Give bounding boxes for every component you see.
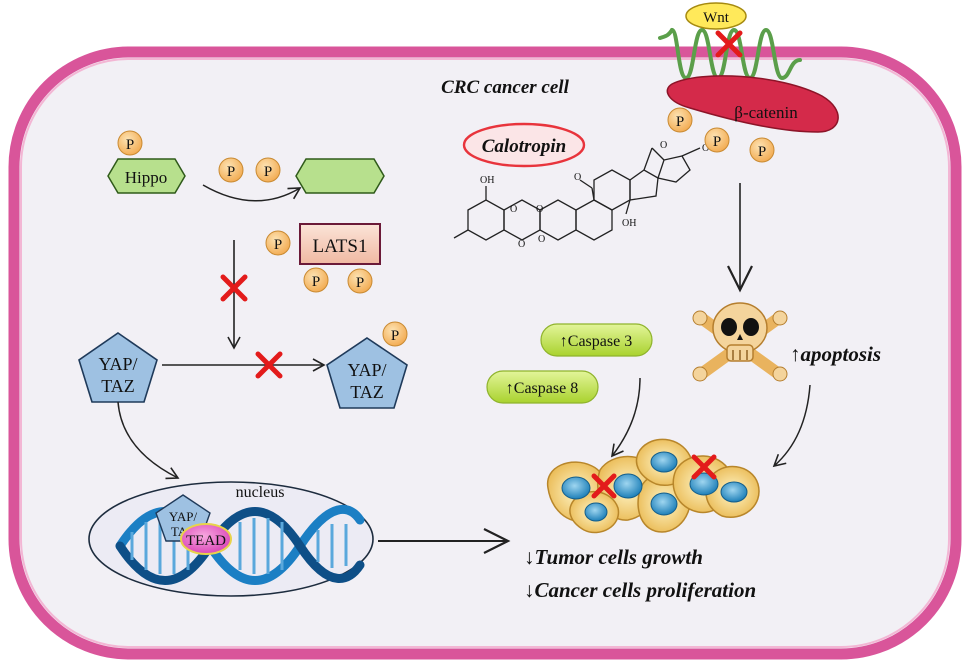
hippo-label: Hippo [125, 168, 168, 187]
frizzled-receptor-icon [670, 27, 802, 81]
wnt-oval [685, 2, 747, 30]
caspase-3-pill [540, 323, 653, 357]
cell-membrane-inner [20, 58, 950, 648]
phospho-yap-taz-line1: YAP/ [347, 360, 386, 380]
hippo-phospho: P [117, 130, 143, 156]
calotropin-oval [462, 122, 586, 168]
beta-catenin-label: β-catenin [734, 103, 798, 122]
hippo-hexagon [107, 158, 186, 194]
yap-taz-line2: TAZ [101, 376, 135, 396]
receptor-tail [658, 28, 674, 40]
calotropin-atom-labels: OH O O O O O OH O O [480, 140, 709, 250]
phospho-pair: P P [218, 157, 281, 183]
inhibit-x-icon [715, 30, 743, 58]
lats1-phospho: P P P [265, 230, 373, 294]
beta-catenin-shape [666, 75, 839, 133]
inhibit-x-icon [591, 473, 617, 499]
lats1-phospho-label-3: P [356, 275, 364, 291]
cell-label: CRC cancer cell [441, 77, 569, 98]
phospho-yap-taz-line2: TAZ [350, 382, 384, 402]
yap-taz-line1: YAP/ [98, 354, 137, 374]
calotropin-structure-icon [453, 147, 701, 241]
nucleus-yap-line1: YAP/ [169, 509, 198, 524]
inhibit-x-icon [255, 351, 283, 379]
structure-atom-label: O [518, 239, 525, 250]
yap-to-nucleus-arrow [117, 401, 180, 480]
yap-phospho-label: P [391, 328, 399, 344]
apoptosis-label: ↑apoptosis [790, 342, 881, 366]
structure-atom-label: OH [622, 218, 636, 229]
lats1-phospho-label-1: P [274, 237, 282, 253]
phosphorylated-hexagon [295, 158, 385, 194]
structure-atom-label: O [660, 140, 667, 151]
caspase-8-pill [486, 370, 599, 404]
lats1-phospho-label-2: P [312, 274, 320, 290]
phospho-pair-label-1: P [227, 164, 235, 180]
inhibit-x-icon [691, 454, 717, 480]
lats1-label: LATS1 [313, 236, 368, 257]
structure-atom-label: O [702, 143, 709, 154]
caspase-to-tumor-arrow [610, 377, 641, 458]
tumor-cell-cluster-icon [547, 438, 760, 534]
beta-catenin-phospho: P P P [667, 107, 775, 163]
outcome-tumor-growth: ↓Tumor cells growth [524, 545, 703, 569]
wnt-label: Wnt [703, 10, 730, 26]
hippo-activation-arrow [202, 184, 302, 202]
structure-atom-label: O [538, 234, 545, 245]
apoptosis-to-tumor-arrow [772, 384, 811, 468]
phospho-yap-taz-pentagon [326, 337, 408, 409]
inhibit-x-icon [220, 274, 248, 302]
beta-phospho-label-1: P [676, 114, 684, 130]
outcome-proliferation: ↓Cancer cells proliferation [524, 578, 756, 602]
lats1-box [299, 223, 381, 265]
phospho-pair-label-2: P [264, 164, 272, 180]
caspase-8-label: ↑Caspase 8 [506, 380, 578, 397]
structure-atom-label: O [510, 204, 517, 215]
beta-phospho-label-2: P [713, 134, 721, 150]
caspase-3-label: ↑Caspase 3 [560, 333, 632, 350]
tead-oval [180, 523, 232, 555]
yap-phospho: P [382, 321, 408, 347]
structure-atom-label: OH [480, 175, 494, 186]
structure-atom-label: O [536, 204, 543, 215]
hippo-phospho-label: P [126, 137, 134, 153]
nucleus-label: nucleus [236, 484, 285, 501]
beta-phospho-label-3: P [758, 144, 766, 160]
structure-atom-label: O [574, 172, 581, 183]
skull-crossbones-icon [692, 302, 788, 382]
calotropin-label: Calotropin [482, 136, 566, 157]
tead-label: TEAD [186, 533, 226, 549]
